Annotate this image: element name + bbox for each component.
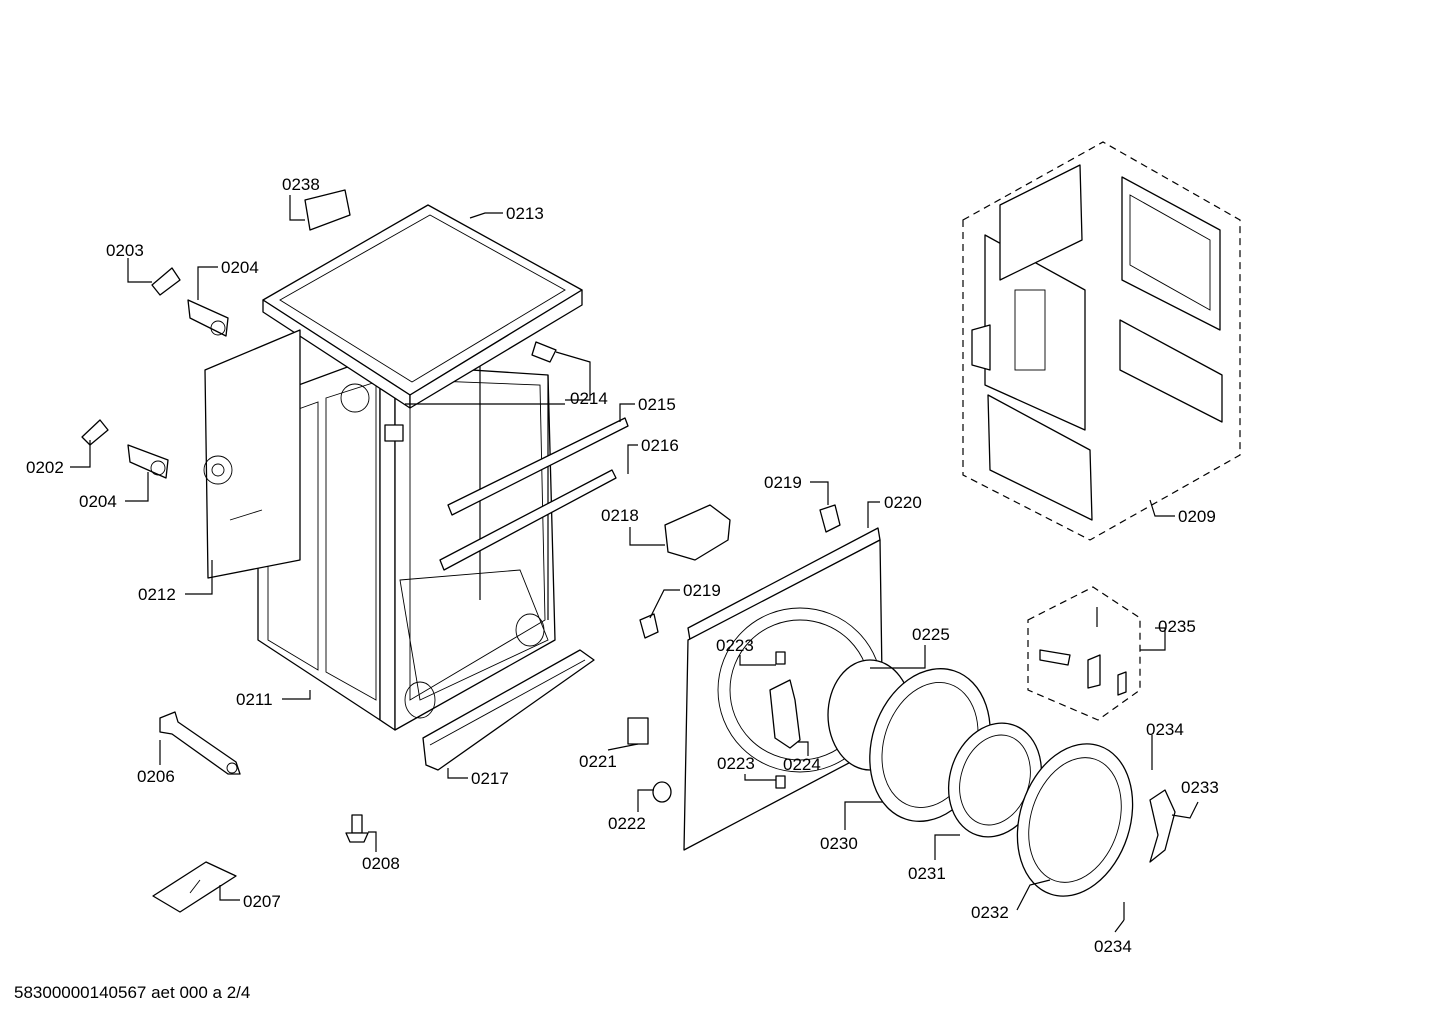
label-0217: 0217 (471, 769, 509, 788)
label-0223: 0223 (716, 636, 754, 655)
label-0220: 0220 (884, 493, 922, 512)
top-cover (262, 204, 583, 409)
label-0213: 0213 (506, 204, 544, 223)
rear-panel (203, 329, 301, 579)
label-0234-lower: 0234 (1094, 937, 1132, 956)
label-0234: 0234 (1146, 720, 1184, 739)
label-0219-lower: 0219 (683, 581, 721, 600)
leader-lines (70, 195, 1199, 933)
drawing-number: 58300000140567 aet 000 a 2/4 (14, 983, 250, 1002)
front-small-parts (627, 504, 841, 803)
label-0233: 0233 (1181, 778, 1219, 797)
label-0219: 0219 (764, 473, 802, 492)
label-0232: 0232 (971, 903, 1009, 922)
label-0221: 0221 (579, 752, 617, 771)
label-0238: 0238 (282, 175, 320, 194)
label-0216: 0216 (641, 436, 679, 455)
label-0202: 0202 (26, 458, 64, 477)
packaging-kit (962, 141, 1241, 541)
label-0222: 0222 (608, 814, 646, 833)
label-0204: 0204 (221, 258, 259, 277)
label-0223-lower: 0223 (717, 754, 755, 773)
label-0215: 0215 (638, 395, 676, 414)
label-0203: 0203 (106, 241, 144, 260)
label-0211: 0211 (236, 690, 273, 709)
part-labels: 0238 0213 0203 0204 0214 0215 0216 0202 … (26, 175, 1219, 956)
label-0206: 0206 (137, 767, 175, 786)
label-0218: 0218 (601, 506, 639, 525)
front-panel (683, 527, 884, 851)
label-0212: 0212 (138, 585, 176, 604)
label-0230: 0230 (820, 834, 858, 853)
door-assembly (827, 659, 1176, 920)
rails (439, 417, 629, 571)
label-0231: 0231 (908, 864, 946, 883)
small-kit (1027, 586, 1141, 721)
label-0224: 0224 (783, 755, 821, 774)
small-parts-left (81, 189, 557, 913)
label-0235: 0235 (1158, 617, 1196, 636)
label-0225: 0225 (912, 625, 950, 644)
label-0208: 0208 (362, 854, 400, 873)
label-0209: 0209 (1178, 507, 1216, 526)
label-0204-lower: 0204 (79, 492, 117, 511)
label-0207: 0207 (243, 892, 281, 911)
label-0214: 0214 (570, 389, 608, 408)
plinth (422, 649, 595, 771)
cabinet-housing (257, 354, 556, 731)
